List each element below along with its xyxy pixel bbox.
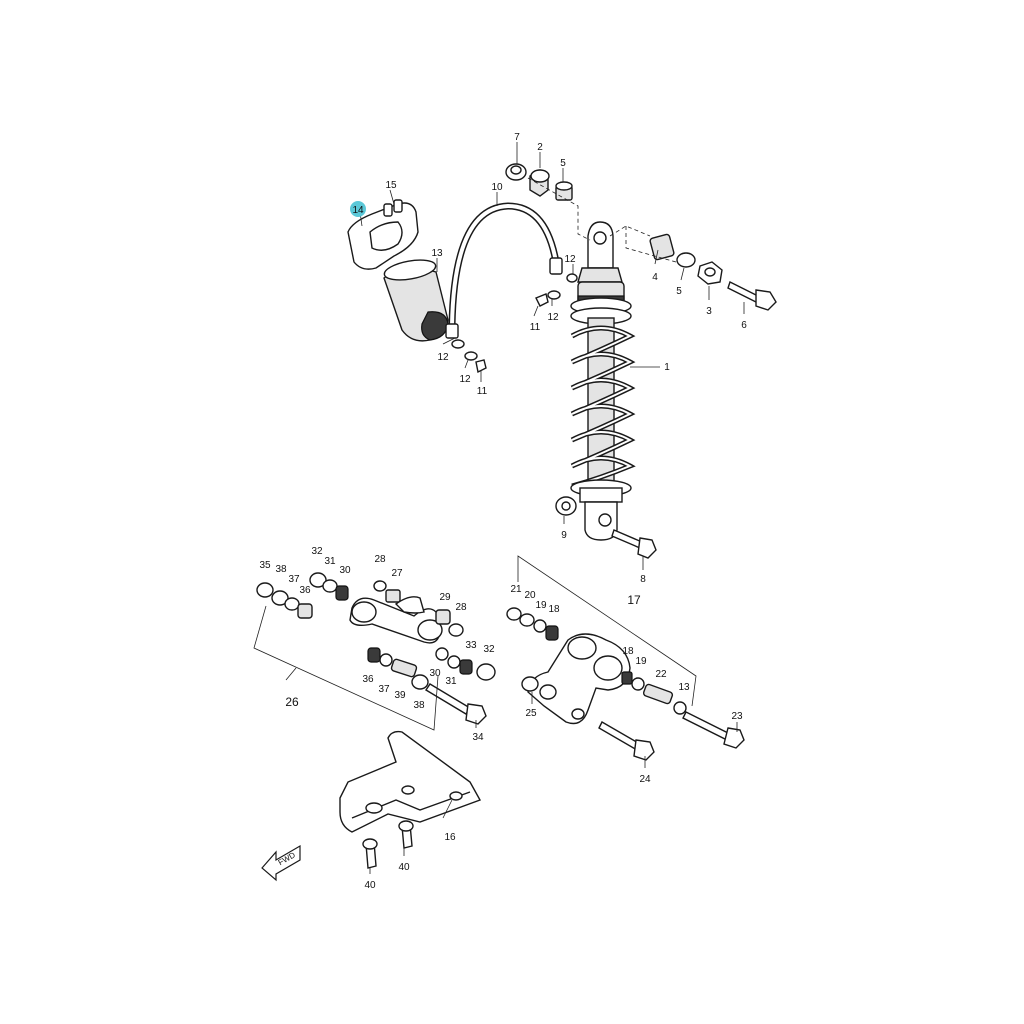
label-part: 40 [398, 862, 410, 873]
label-part: 38 [413, 700, 425, 711]
label-part: 37 [288, 574, 300, 585]
label-part: 12 [564, 254, 576, 265]
label-part: 40 [364, 880, 376, 891]
label-group: 17 [627, 593, 641, 607]
part-labels: 7 2 5 10 15 14 13 12 12 11 12 11 12 1 4 … [259, 132, 747, 891]
label-part: 10 [491, 182, 503, 193]
label-part: 28 [374, 554, 386, 565]
group-bracket-17 [517, 555, 697, 707]
label-part: 2 [537, 142, 543, 153]
top-mount-hardware [505, 163, 573, 201]
group-bracket-26 [253, 605, 439, 731]
label-part: 31 [324, 556, 336, 567]
shock-arm-assembly [506, 607, 745, 761]
highlight-marker-14 [350, 201, 366, 217]
bracket-plate [339, 730, 482, 869]
label-part: 25 [525, 708, 537, 719]
label-part: 33 [465, 640, 477, 651]
label-group: 26 [285, 695, 299, 709]
label-part: 34 [472, 732, 484, 743]
reservoir [383, 259, 449, 342]
label-part: 21 [510, 584, 522, 595]
label-part: 30 [429, 668, 441, 679]
label-part: 13 [431, 248, 443, 259]
label-part: 18 [622, 646, 634, 657]
lower-bolt [555, 496, 657, 559]
label-part: 23 [731, 711, 743, 722]
label-part: 16 [444, 832, 456, 843]
reservoir-clamp-highlighted [347, 199, 419, 270]
label-part: 12 [547, 312, 559, 323]
label-part: 36 [362, 674, 374, 685]
label-part: 18 [548, 604, 560, 615]
label-part: 38 [275, 564, 287, 575]
label-part: 1 [664, 362, 670, 373]
label-part: 5 [676, 286, 682, 297]
label-part: 12 [459, 374, 471, 385]
label-part: 5 [560, 158, 566, 169]
label-part: 19 [535, 600, 547, 611]
hose-fittings [451, 273, 578, 374]
leader-lines [359, 142, 745, 874]
label-part: 6 [741, 320, 747, 331]
label-part: 15 [385, 180, 397, 191]
label-part: 3 [706, 306, 712, 317]
label-part: 11 [530, 322, 541, 333]
label-part: 28 [455, 602, 467, 613]
label-part: 22 [655, 669, 667, 680]
label-part: 4 [652, 272, 658, 283]
label-part: 37 [378, 684, 390, 695]
label-part: 8 [640, 574, 646, 585]
label-part: 32 [483, 644, 495, 655]
label-part: 20 [524, 590, 536, 601]
tie-rod-assembly [256, 572, 496, 725]
label-part: 30 [339, 565, 351, 576]
reservoir-hose [445, 202, 563, 339]
label-part: 31 [445, 676, 457, 687]
label-part: 29 [439, 592, 451, 603]
label-part: 13 [678, 682, 690, 693]
shock-absorber [570, 221, 636, 541]
label-part: 19 [635, 656, 647, 667]
label-part: 32 [311, 546, 323, 557]
label-part: 36 [299, 585, 311, 596]
side-mount-hardware [649, 233, 777, 311]
label-part: 27 [391, 568, 403, 579]
label-part: 24 [639, 774, 651, 785]
label-part: 12 [437, 352, 449, 363]
label-part-highlighted: 14 [352, 205, 364, 216]
label-part: 11 [477, 386, 488, 397]
label-part: 39 [394, 690, 406, 701]
label-part: 35 [259, 560, 271, 571]
alignment-dashes [527, 177, 677, 263]
fwd-direction-arrow: FWD [261, 844, 301, 882]
label-part: 7 [514, 132, 520, 143]
label-part: 9 [561, 530, 567, 541]
